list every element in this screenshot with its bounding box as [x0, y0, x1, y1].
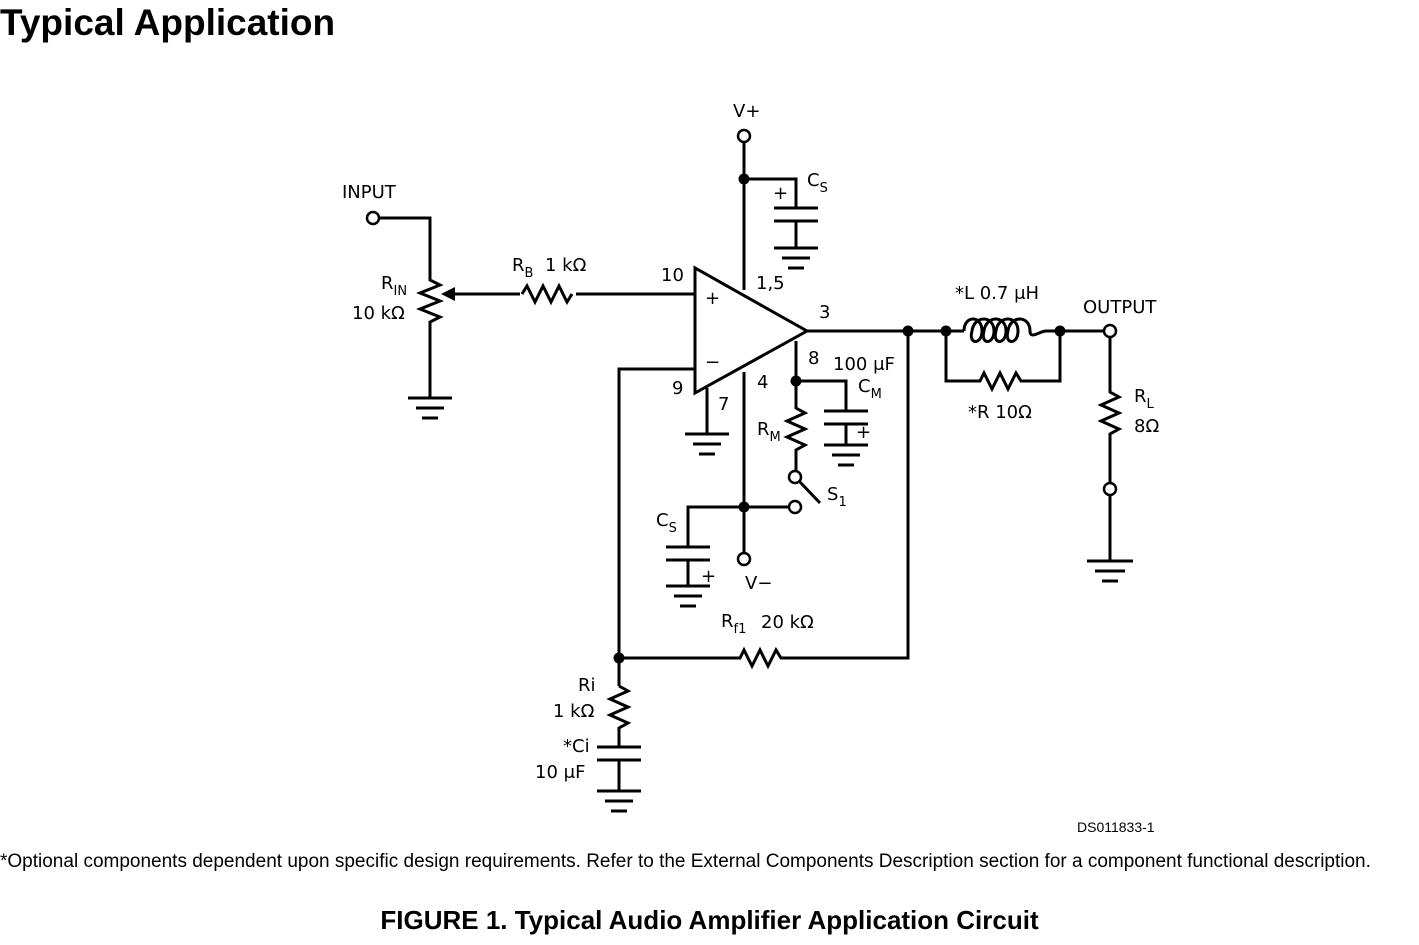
- feedback-network: [613, 331, 910, 686]
- r-snubber-label: *R 10Ω: [968, 402, 1032, 423]
- l-inductor: [962, 317, 1047, 343]
- cm-value: 100 μF: [833, 354, 895, 375]
- pin-15-label: 1,5: [756, 273, 785, 294]
- rm-resistor: [783, 405, 809, 471]
- output-terminal: [1102, 323, 1118, 339]
- rl-label: RL: [1134, 386, 1155, 412]
- figure-caption: FIGURE 1. Typical Audio Amplifier Applic…: [380, 905, 1039, 935]
- rl-resistor: [1097, 337, 1123, 561]
- cm-capacitor: [796, 379, 868, 467]
- vminus-label: V−: [745, 573, 772, 594]
- rb-value: 1 kΩ: [545, 255, 587, 276]
- rb-label: RB: [512, 255, 533, 281]
- s1-switch: [744, 469, 822, 515]
- doc-id: DS011833-1: [1077, 819, 1155, 835]
- power-amplifier: [693, 265, 811, 396]
- vplus-terminal: [736, 128, 752, 290]
- ri-resistor: [606, 684, 632, 747]
- pin8-branch: [790, 341, 802, 405]
- ci-value: 10 μF: [535, 762, 585, 783]
- cs-bottom-capacitor: [666, 505, 744, 608]
- rin-value: 10 kΩ: [352, 303, 405, 324]
- cm-plus: +: [856, 422, 871, 443]
- pin-4-label: 4: [757, 372, 768, 393]
- rin-ground: [408, 396, 452, 420]
- ci-capacitor: [597, 745, 641, 813]
- rl-ground: [1087, 559, 1133, 583]
- pin7-ground: [685, 388, 729, 456]
- cm-label: CM: [858, 376, 882, 402]
- ri-label: Ri: [578, 675, 596, 696]
- rb-resistor: [520, 282, 576, 306]
- input-label: INPUT: [342, 182, 397, 203]
- pin-7-label: 7: [718, 394, 729, 415]
- cs-bottom-plus: +: [701, 566, 716, 587]
- input-terminal: [365, 210, 432, 275]
- s1-label: S1: [827, 484, 847, 510]
- footnote: *Optional components dependent upon spec…: [0, 851, 1371, 872]
- cs-top-capacitor: [744, 177, 818, 270]
- cs-top-label: CS: [807, 170, 828, 196]
- pin-10-label: 10: [661, 265, 684, 286]
- l-label: *L 0.7 μH: [955, 283, 1039, 304]
- noninverting-sign: +: [705, 288, 720, 309]
- pin-9-label: 9: [672, 378, 683, 399]
- r-snubber-resistor: [944, 331, 1062, 393]
- cs-bottom-label: CS: [656, 510, 677, 536]
- cs-top-plus: +: [773, 183, 788, 204]
- vplus-label: V+: [733, 101, 760, 122]
- ci-label: *Ci: [563, 736, 590, 757]
- output-label: OUTPUT: [1083, 297, 1157, 318]
- inverting-sign: −: [705, 352, 720, 373]
- rf1-value: 20 kΩ: [761, 612, 814, 633]
- rin-label: RIN: [381, 273, 407, 299]
- rl-value: 8Ω: [1134, 416, 1159, 437]
- rf1-label: Rf1: [721, 611, 746, 637]
- ri-value: 1 kΩ: [553, 701, 595, 722]
- rm-label: RM: [757, 419, 781, 445]
- pin-3-label: 3: [819, 302, 830, 323]
- vminus-branch: [736, 372, 752, 567]
- page-heading: Typical Application: [0, 2, 336, 43]
- pin-8-label: 8: [808, 348, 819, 369]
